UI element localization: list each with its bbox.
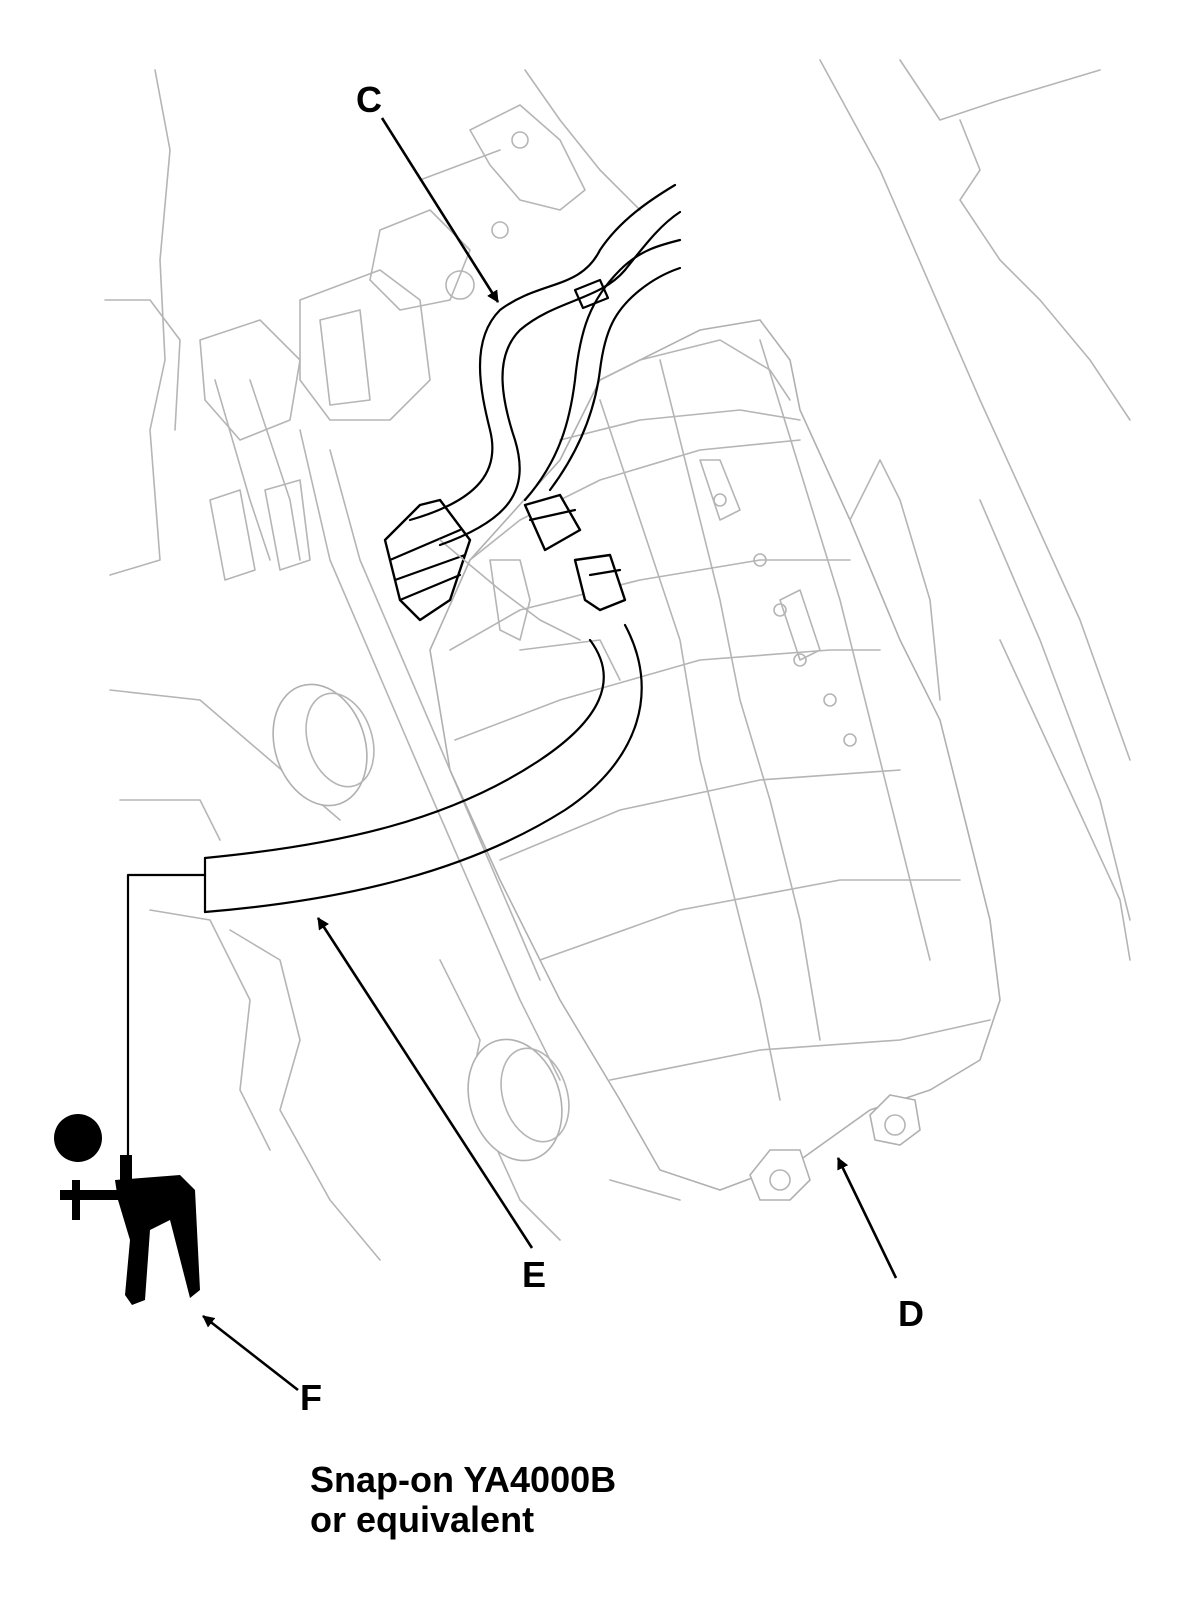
tool-name: Snap-on YA4000B (310, 1459, 617, 1500)
hose-e (203, 623, 643, 914)
tool-caption: Snap-on YA4000B or equivalent (310, 1460, 616, 1540)
vacuum-pump-tester (54, 873, 207, 1305)
leader-lines (202, 117, 898, 1392)
leader-d (836, 1157, 898, 1279)
callout-c: C (356, 79, 382, 120)
background-body-structure (104, 59, 1131, 1261)
callout-f: F (300, 1377, 322, 1418)
leader-e (316, 917, 534, 1249)
callout-e: E (522, 1254, 547, 1295)
evap-canister (429, 319, 1001, 1201)
hose-c (408, 183, 682, 547)
leader-f (202, 1314, 299, 1392)
canister-ports (383, 493, 627, 681)
tool-note: or equivalent (310, 1499, 535, 1540)
callout-d: D (898, 1293, 924, 1334)
leader-c (380, 117, 500, 303)
